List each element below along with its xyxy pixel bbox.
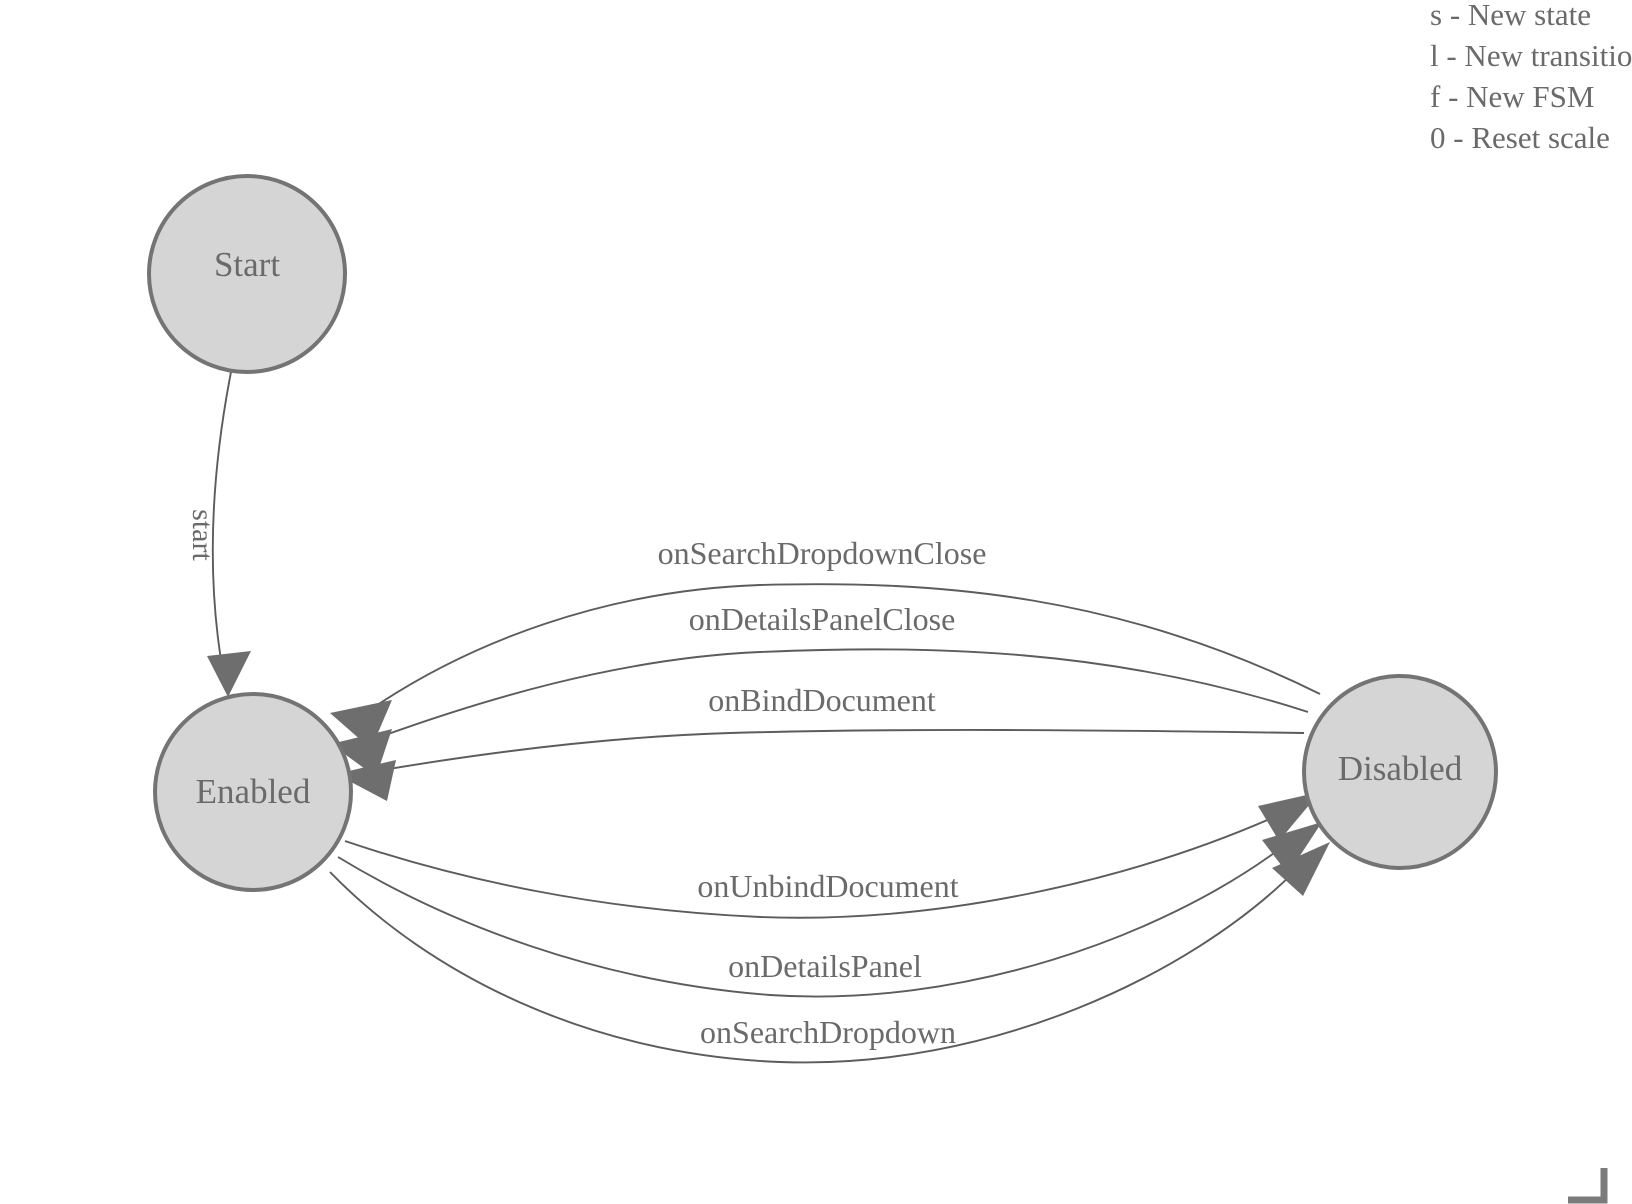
state-node-start-circle[interactable]: [147, 174, 347, 374]
state-node-start[interactable]: Start: [147, 174, 347, 374]
transition-ondetailspanelclose-path[interactable]: [365, 648, 1309, 743]
state-node-start-label: Start: [214, 245, 280, 284]
transition-onsearchdropdownclose-path[interactable]: [363, 583, 1321, 715]
transition-onunbinddocument-arrowhead: [1258, 792, 1320, 841]
transition-onsearchdropdown-label: onSearchDropdown: [700, 1014, 956, 1050]
help-line-reset-scale: 0 - Reset scale: [1430, 120, 1610, 155]
transition-ondetailspanel-label: onDetailsPanel: [728, 948, 922, 984]
transition-onsearchdropdownclose[interactable]: onSearchDropdownClose: [330, 535, 1321, 749]
transition-onsearchdropdown-path[interactable]: [329, 871, 1295, 1064]
resize-corner-handle[interactable]: [1568, 1168, 1608, 1204]
transition-ondetailspanel-path[interactable]: [337, 847, 1282, 998]
transition-start-label: start: [186, 509, 219, 561]
transition-onsearchdropdownclose-label: onSearchDropdownClose: [658, 535, 987, 571]
help-line-new-state: s - New state: [1430, 0, 1591, 32]
transition-onsearchdropdown-arrowhead: [1272, 842, 1330, 896]
transition-onbinddocument[interactable]: onBindDocument: [336, 682, 1305, 801]
transition-ondetailspanelclose-label: onDetailsPanelClose: [689, 601, 956, 637]
transition-onsearchdropdownclose-arrowhead: [330, 700, 392, 749]
transition-start-path[interactable]: [211, 371, 232, 667]
transition-ondetailspanelclose[interactable]: onDetailsPanelClose: [331, 601, 1309, 777]
resize-corner-icon[interactable]: [1568, 1168, 1608, 1204]
transition-onunbinddocument-label: onUnbindDocument: [697, 868, 958, 904]
state-node-disabled-circle[interactable]: [1302, 674, 1498, 870]
transition-onbinddocument-label: onBindDocument: [708, 682, 936, 718]
state-node-disabled-label: Disabled: [1338, 749, 1463, 788]
transition-start[interactable]: start: [186, 371, 251, 697]
transition-onbinddocument-path[interactable]: [370, 729, 1305, 773]
transition-onunbinddocument[interactable]: onUnbindDocument: [344, 792, 1320, 919]
help-overlay: s - New state l - New transition f - New…: [1430, 0, 1632, 155]
transition-onbinddocument-arrowhead: [336, 760, 396, 801]
help-line-new-fsm: f - New FSM: [1430, 79, 1594, 114]
state-node-disabled[interactable]: Disabled: [1302, 674, 1498, 870]
state-node-enabled-label: Enabled: [196, 772, 311, 811]
transition-ondetailspanel-arrowhead: [1262, 822, 1322, 874]
transition-ondetailspanel[interactable]: onDetailsPanel: [337, 822, 1322, 998]
help-line-new-transition: l - New transition: [1430, 38, 1632, 73]
state-node-enabled[interactable]: Enabled: [153, 692, 353, 892]
transition-onunbinddocument-path[interactable]: [344, 817, 1273, 919]
transition-start-arrowhead: [207, 651, 251, 697]
transition-onsearchdropdown[interactable]: onSearchDropdown: [329, 842, 1330, 1064]
state-node-enabled-circle[interactable]: [153, 692, 353, 892]
